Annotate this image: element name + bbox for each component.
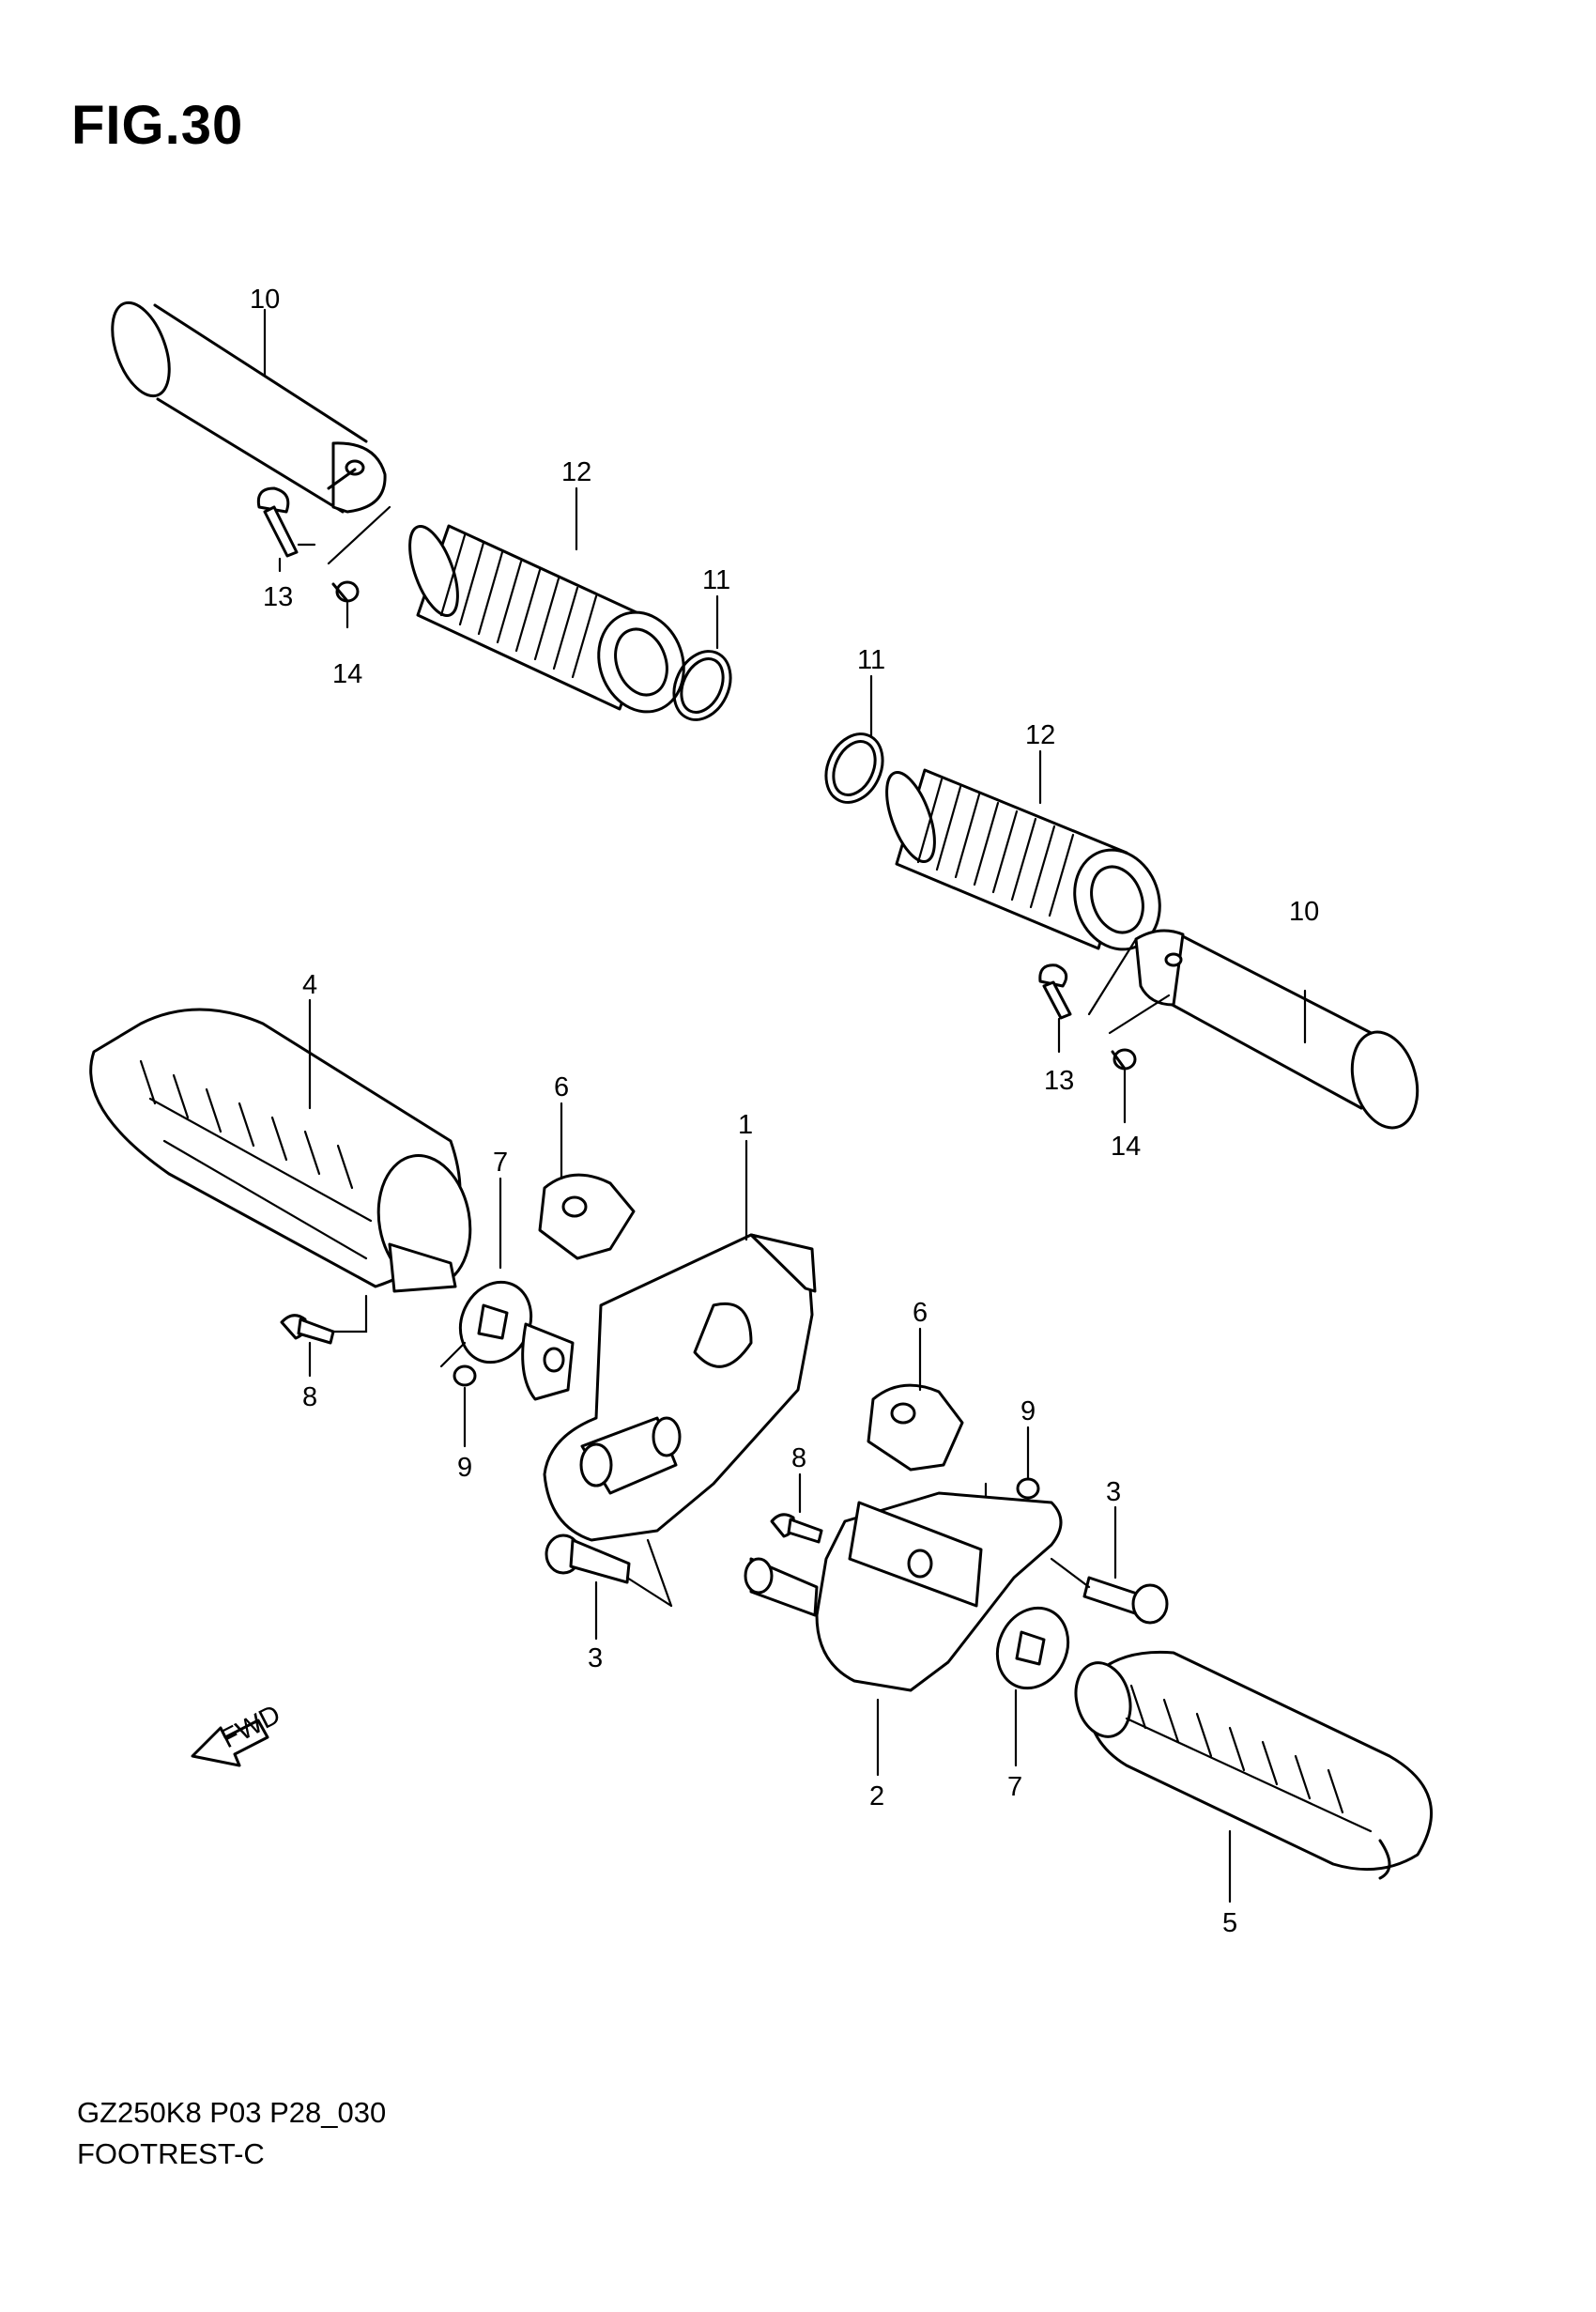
callout-12-right: 12 (1025, 720, 1055, 750)
callout-8-left: 8 (302, 1382, 317, 1412)
bracket-1 (521, 1233, 817, 1542)
callout-10-left: 10 (250, 285, 280, 315)
bolt-3-right (1082, 1576, 1169, 1625)
callout-11-left: 11 (702, 565, 730, 595)
callout-2: 2 (869, 1781, 884, 1811)
callout-13-right: 13 (1044, 1066, 1074, 1096)
callout-7-right: 7 (1007, 1772, 1022, 1802)
callout-4: 4 (302, 970, 317, 1000)
footrest-bar-right (1134, 929, 1420, 1130)
washer-7-right (995, 1606, 1070, 1690)
callout-5: 5 (1222, 1908, 1237, 1938)
callout-12-left: 12 (561, 457, 591, 487)
clip-14-right (1111, 1048, 1137, 1071)
callout-3-right: 3 (1106, 1477, 1121, 1507)
bolt-13-right (1038, 963, 1072, 1020)
callout-13-left: 13 (263, 582, 293, 612)
bolt-13-left (256, 486, 299, 558)
retainer-6-right (867, 1383, 964, 1472)
clip-14-left (331, 580, 360, 603)
callout-6-right: 6 (913, 1298, 928, 1328)
clip-9-right (1016, 1477, 1040, 1500)
callout-8-right: 8 (791, 1443, 806, 1473)
footrest-4 (89, 1008, 472, 1293)
callout-6-left: 6 (554, 1072, 569, 1102)
callout-11-right: 11 (857, 645, 885, 675)
callout-9-right: 9 (1021, 1396, 1036, 1426)
callout-9-left: 9 (457, 1453, 472, 1483)
callout-10-right: 10 (1289, 897, 1319, 927)
callout-14-right: 14 (1111, 1132, 1141, 1162)
callout-14-left: 14 (332, 659, 362, 689)
ring-11-right (824, 732, 884, 804)
grip-rubber-12-right (885, 768, 1161, 951)
figure-title: FIG.30 (71, 95, 244, 156)
bolt-8-left (280, 1314, 335, 1345)
footrest-bar-left (111, 301, 387, 514)
section-name: FOOTREST-C (77, 2137, 265, 2170)
callout-3-left: 3 (588, 1643, 603, 1673)
clip-9-left (453, 1364, 477, 1387)
bolt-3-left (545, 1534, 631, 1584)
callout-labels: 10 12 11 13 14 11 12 10 13 14 4 6 7 1 8 … (250, 285, 1319, 1938)
model-code: GZ250K8 P03 P28_030 (77, 2096, 387, 2129)
fwd-arrow-icon (191, 1719, 269, 1767)
callout-7-left: 7 (493, 1148, 508, 1178)
ring-11-left (672, 650, 732, 721)
retainer-6-left (538, 1173, 636, 1260)
grip-rubber-12-left (408, 524, 685, 714)
callout-1: 1 (738, 1110, 753, 1140)
bracket-2 (744, 1491, 1063, 1692)
bolt-8-right (770, 1513, 823, 1544)
footrest-5 (1074, 1650, 1433, 1880)
